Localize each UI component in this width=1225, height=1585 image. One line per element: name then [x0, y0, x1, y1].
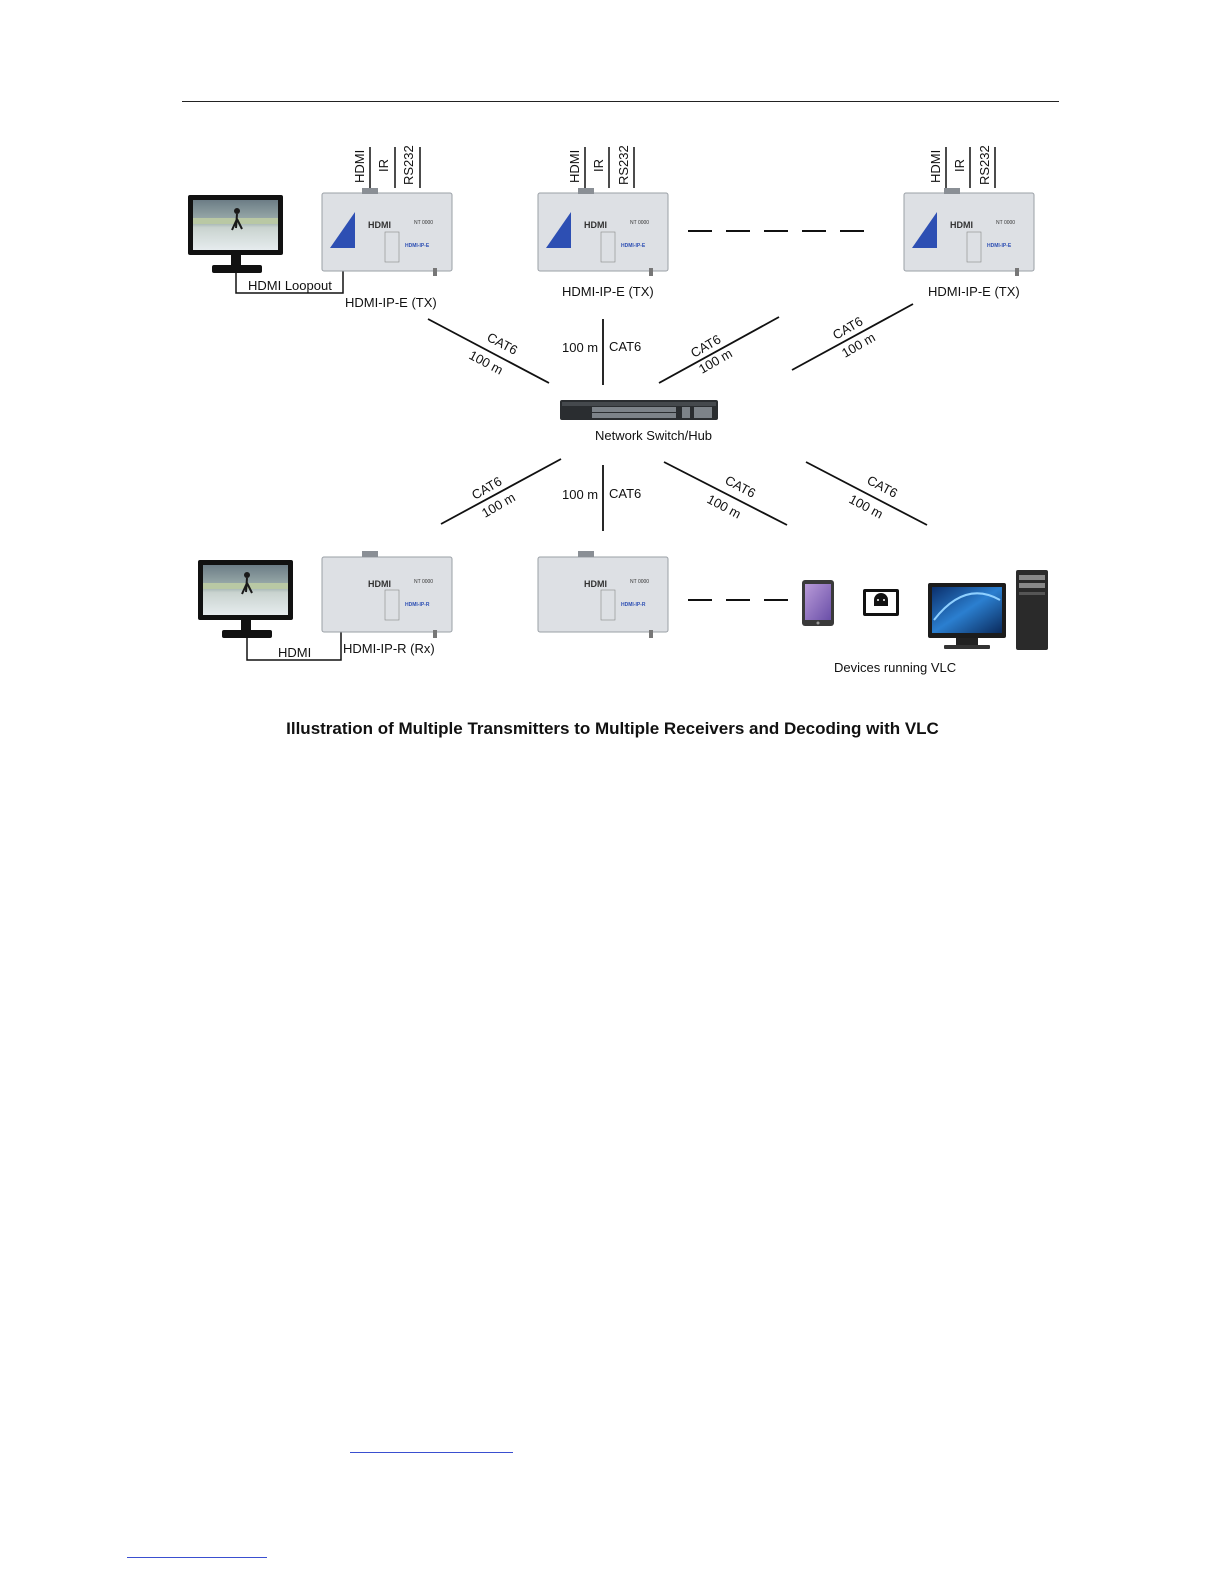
port-label-ir: IR — [952, 159, 967, 172]
device-model: HDMI-IP-E — [621, 243, 646, 249]
device-brand: HDMI — [584, 220, 607, 230]
device-brand: HDMI — [584, 579, 607, 589]
cable-rx1: CAT6 100 m — [440, 458, 562, 525]
device-model: HDMI-IP-R — [621, 602, 646, 608]
switch-label: Network Switch/Hub — [595, 428, 712, 443]
cable-rx3: CAT6 100 m — [663, 461, 788, 526]
hdmi-cable-label: HDMI — [278, 645, 311, 660]
network-diagram: HDMI IR RS232 HDMI IR RS232 HDMI IR RS23… — [188, 145, 1048, 675]
device-standby: NT 0000 — [630, 220, 649, 226]
device-standby: NT 0000 — [414, 220, 433, 226]
android-device-icon — [863, 589, 899, 616]
tx-label-2: HDMI-IP-E (TX) — [562, 284, 654, 299]
tablet-icon — [802, 580, 834, 626]
cable-length: 100 m — [562, 487, 598, 502]
port-label-rs232: RS232 — [616, 145, 631, 185]
port-label-rs232: RS232 — [977, 145, 992, 185]
loopout-label: HDMI Loopout — [248, 278, 332, 293]
cable-type: CAT6 — [865, 472, 901, 500]
device-standby: NT 0000 — [996, 220, 1015, 226]
link-underline[interactable] — [350, 1452, 513, 1453]
cable-length: 100 m — [467, 347, 506, 377]
device-brand: HDMI — [950, 220, 973, 230]
device-standby: NT 0000 — [414, 579, 433, 585]
device-brand: HDMI — [368, 220, 391, 230]
device-model: HDMI-IP-E — [405, 243, 430, 249]
tx-label-3: HDMI-IP-E (TX) — [928, 284, 1020, 299]
cable-length: 100 m — [705, 491, 744, 521]
port-labels-tx3: HDMI IR RS232 — [928, 145, 996, 188]
cable-rx4: CAT6 100 m — [805, 461, 928, 526]
port-label-hdmi: HDMI — [567, 150, 582, 183]
link-underline-footer[interactable] — [127, 1557, 267, 1558]
cable-length: 100 m — [847, 491, 886, 521]
cable-type: CAT6 — [723, 472, 759, 500]
header-rule — [182, 101, 1059, 102]
cable-tx3: CAT6 100 m — [658, 316, 780, 384]
cable-type: CAT6 — [485, 329, 521, 357]
port-label-hdmi: HDMI — [352, 150, 367, 183]
device-model: HDMI-IP-R — [405, 602, 430, 608]
network-switch — [560, 400, 718, 420]
transmitter-1: HDMI NT 0000 HDMI-IP-E — [321, 188, 453, 276]
device-standby: NT 0000 — [630, 579, 649, 585]
devices-label: Devices running VLC — [834, 660, 956, 675]
monitor-tx — [188, 195, 283, 273]
cable-rx2: 100 m CAT6 — [562, 465, 641, 531]
port-labels-tx2: HDMI IR RS232 — [567, 145, 635, 188]
cable-tx1: CAT6 100 m — [427, 318, 550, 384]
transmitter-2: HDMI NT 0000 HDMI-IP-E — [537, 188, 669, 276]
port-label-rs232: RS232 — [401, 145, 416, 185]
port-labels-tx1: HDMI IR RS232 — [352, 145, 421, 188]
cable-type: CAT6 — [609, 339, 641, 354]
cable-tx2: 100 m CAT6 — [562, 319, 641, 385]
receiver-2: HDMI NT 0000 HDMI-IP-R — [537, 551, 669, 638]
device-model: HDMI-IP-E — [987, 243, 1012, 249]
cable-length: 100 m — [562, 340, 598, 355]
cable-type: CAT6 — [609, 486, 641, 501]
port-label-hdmi: HDMI — [928, 150, 943, 183]
transmitter-3: HDMI NT 0000 HDMI-IP-E — [903, 188, 1035, 276]
rx-label-1: HDMI-IP-R (Rx) — [343, 641, 435, 656]
desktop-computer-icon — [928, 570, 1048, 650]
figure-caption: Illustration of Multiple Transmitters to… — [286, 719, 939, 738]
port-label-ir: IR — [376, 159, 391, 172]
loopout-cable — [235, 267, 344, 294]
port-label-ir: IR — [591, 159, 606, 172]
hdmi-cable — [246, 632, 342, 661]
monitor-rx — [198, 560, 293, 638]
tx-label-1: HDMI-IP-E (TX) — [345, 295, 437, 310]
cable-tx4: CAT6 100 m — [791, 303, 914, 371]
receiver-1: HDMI NT 0000 HDMI-IP-R — [321, 551, 453, 638]
device-brand: HDMI — [368, 579, 391, 589]
